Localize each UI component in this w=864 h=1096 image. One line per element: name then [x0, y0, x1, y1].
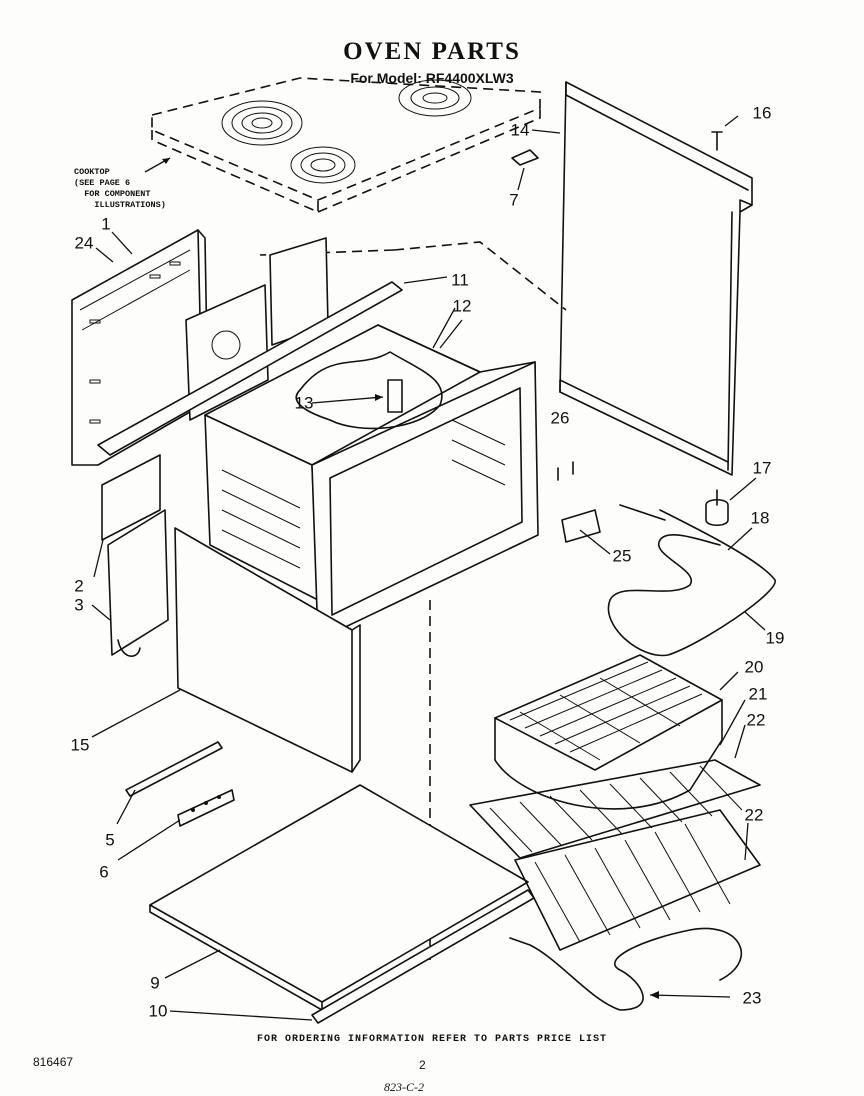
- oven-cavity: [204, 324, 539, 641]
- callout-5: 5: [105, 830, 115, 850]
- callout-14: 14: [510, 120, 530, 140]
- callout-17: 17: [752, 458, 772, 478]
- cooktop-note-line: FOR COMPONENT: [74, 189, 151, 199]
- callout-25: 25: [612, 546, 632, 566]
- callout-16: 16: [752, 103, 772, 123]
- callout-20: 20: [744, 657, 764, 677]
- callout-10: 10: [148, 1001, 168, 1021]
- callout-19: 19: [765, 628, 785, 648]
- callout-1: 1: [101, 214, 111, 234]
- page-title: OVEN PARTS: [343, 38, 521, 65]
- cooktop-note-line: (SEE PAGE 6: [74, 178, 131, 188]
- callout-21: 21: [748, 684, 768, 704]
- callout-18: 18: [750, 508, 770, 528]
- broiler-pan-outline: [494, 654, 723, 810]
- callout-15: 15: [70, 735, 90, 755]
- callout-22: 22: [746, 710, 766, 730]
- model-subtitle: For Model: RF4400XLW3: [350, 70, 514, 86]
- bake-element-outline: [607, 504, 776, 657]
- callout-11: 11: [451, 270, 469, 290]
- ordering-note: FOR ORDERING INFORMATION REFER TO PARTS …: [256, 1034, 608, 1045]
- callout-23: 23: [742, 988, 762, 1008]
- page-number: 2: [419, 1058, 426, 1072]
- callout-13: 13: [294, 393, 314, 413]
- callout-7: 7: [509, 190, 519, 210]
- callout-12: 12: [452, 296, 472, 316]
- rear-panel: [559, 81, 753, 476]
- cooktop-note-line: COOKTOP: [74, 167, 110, 177]
- oven-door-panel: [174, 527, 361, 773]
- cooktop-outline: [151, 77, 541, 214]
- callout-26: 26: [550, 408, 570, 428]
- document-number: 816467: [33, 1055, 74, 1069]
- callout-3: 3: [74, 595, 84, 615]
- cooktop-note-line: ILLUSTRATIONS): [74, 200, 166, 210]
- callout-2: 2: [74, 576, 84, 596]
- callout-22: 22: [744, 805, 764, 825]
- oven-bottom: [149, 784, 535, 1024]
- callout-24: 24: [74, 233, 94, 253]
- oven-racks-outline: [469, 759, 761, 951]
- callout-9: 9: [150, 973, 160, 993]
- callout-6: 6: [99, 862, 109, 882]
- handwritten-mark: 823-C-2: [384, 1080, 424, 1094]
- cooktop-reference-note: COOKTOP (SEE PAGE 6 FOR COMPONENT ILLUST…: [74, 167, 234, 211]
